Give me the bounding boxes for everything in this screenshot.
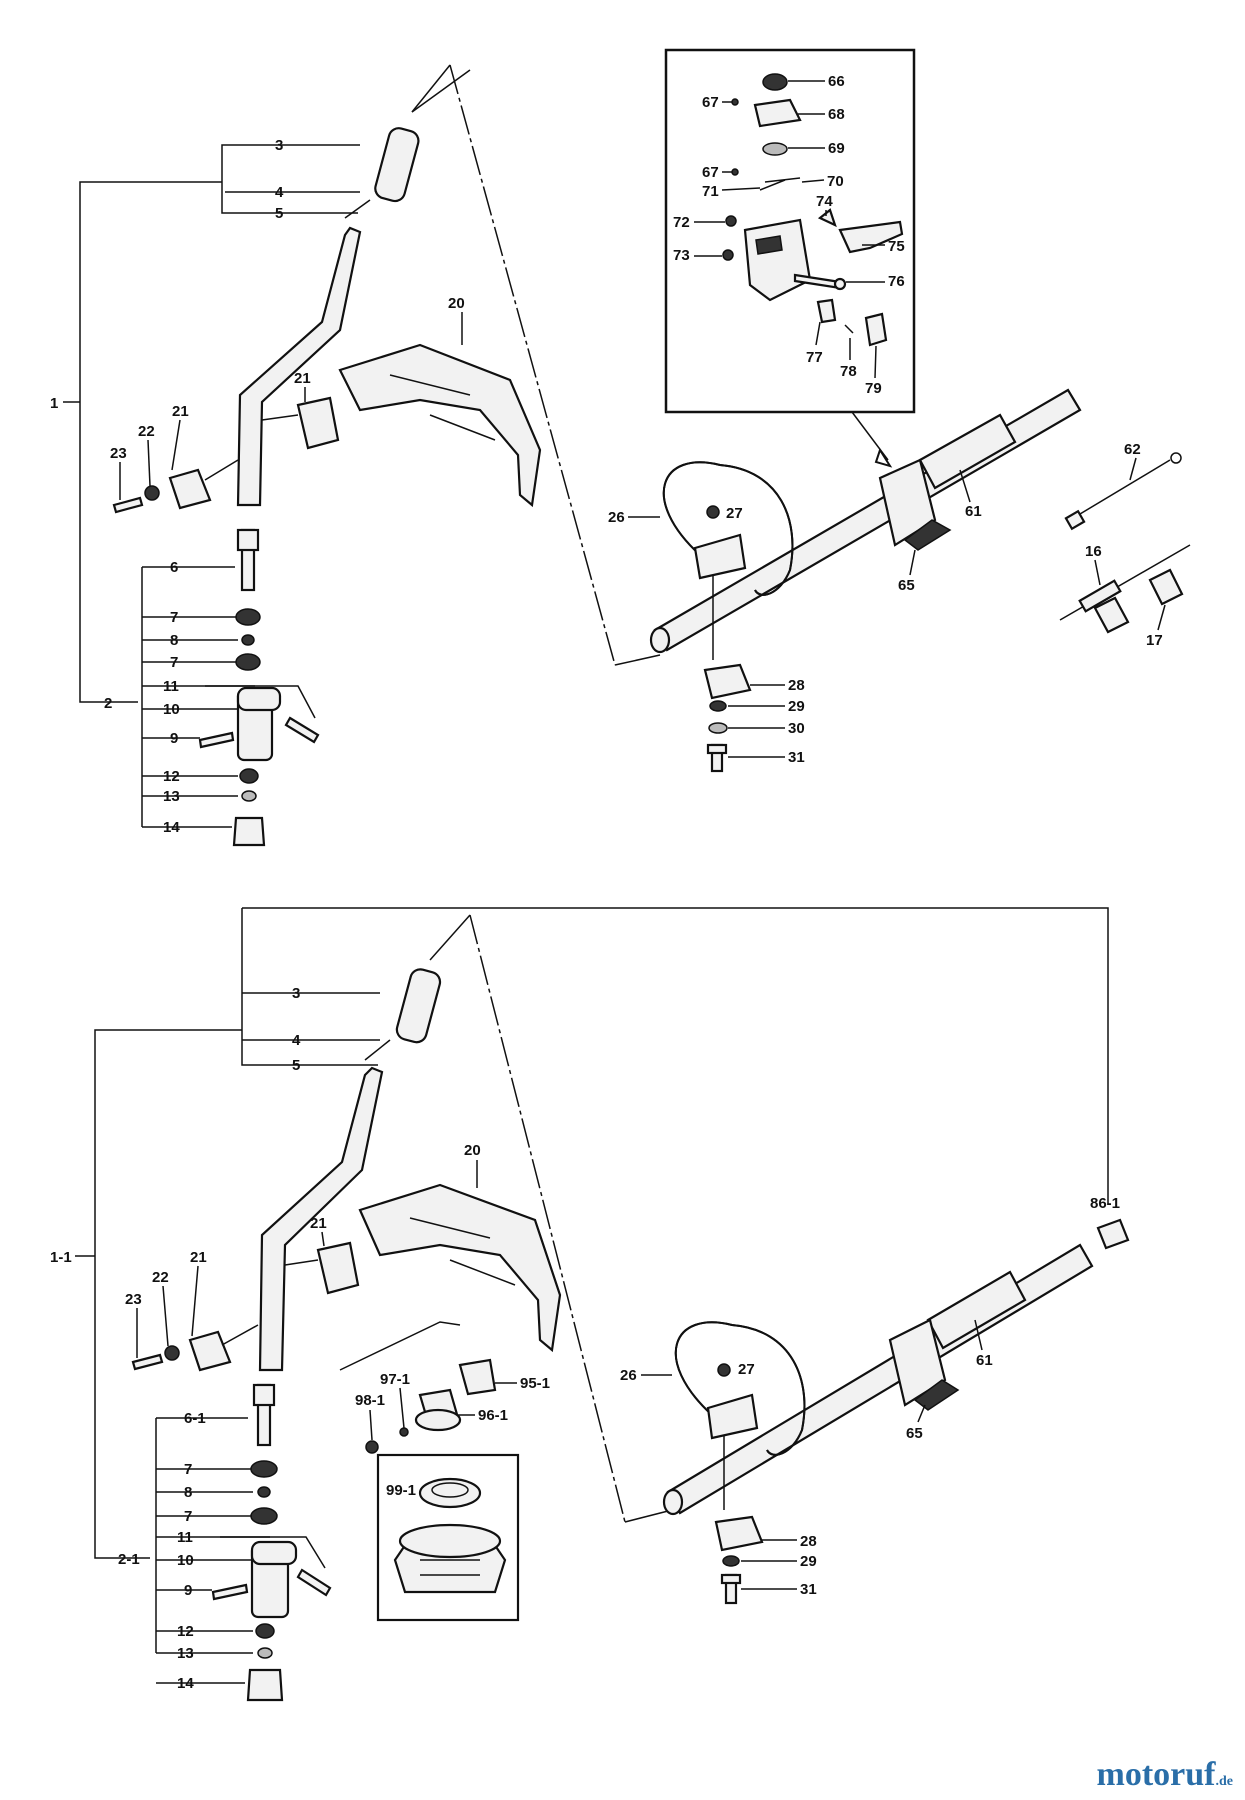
label-62: 62: [1124, 441, 1141, 458]
label-68: 68: [828, 106, 845, 123]
label-6-1: 6-1: [184, 1410, 206, 1427]
label-23: 23: [110, 445, 127, 462]
label-72: 72: [673, 214, 690, 231]
label-21c: 21: [310, 1215, 327, 1232]
label-22: 22: [138, 423, 155, 440]
label-61: 61: [965, 503, 982, 520]
label-14b: 14: [177, 1675, 194, 1692]
label-99-1: 99-1: [386, 1482, 416, 1499]
label-7a: 7: [170, 609, 178, 626]
label-20: 20: [448, 295, 465, 312]
label-8: 8: [170, 632, 178, 649]
label-77: 77: [806, 349, 823, 366]
label-2-1: 2-1: [118, 1551, 140, 1568]
label-76: 76: [888, 273, 905, 290]
label-71: 71: [702, 183, 719, 200]
label-9b: 9: [184, 1582, 192, 1599]
label-5b: 5: [292, 1057, 300, 1074]
label-65b: 65: [906, 1425, 923, 1442]
label-97-1: 97-1: [380, 1371, 410, 1388]
label-7d: 7: [184, 1508, 192, 1525]
label-3: 3: [275, 137, 283, 154]
label-66: 66: [828, 73, 845, 90]
label-75: 75: [888, 238, 905, 255]
label-14: 14: [163, 819, 180, 836]
label-10b: 10: [177, 1552, 194, 1569]
label-22b: 22: [152, 1269, 169, 1286]
label-7c: 7: [184, 1461, 192, 1478]
label-28b: 28: [800, 1533, 817, 1550]
label-21a: 21: [294, 370, 311, 387]
label-8b: 8: [184, 1484, 192, 1501]
label-28: 28: [788, 677, 805, 694]
label-5: 5: [275, 205, 283, 222]
label-27b: 27: [738, 1361, 755, 1378]
label-29: 29: [788, 698, 805, 715]
label-7b: 7: [170, 654, 178, 671]
label-13b: 13: [177, 1645, 194, 1662]
label-12b: 12: [177, 1623, 194, 1640]
label-74: 74: [816, 193, 833, 210]
label-29b: 29: [800, 1553, 817, 1570]
label-98-1: 98-1: [355, 1392, 385, 1409]
label-26b: 26: [620, 1367, 637, 1384]
label-9: 9: [170, 730, 178, 747]
label-78: 78: [840, 363, 857, 380]
label-30: 30: [788, 720, 805, 737]
label-2: 2: [104, 695, 112, 712]
label-21b: 21: [172, 403, 189, 420]
label-1-1: 1-1: [50, 1249, 72, 1266]
watermark-logo: motoruf.de: [1096, 1756, 1233, 1793]
label-31b: 31: [800, 1581, 817, 1598]
label-23b: 23: [125, 1291, 142, 1308]
label-26: 26: [608, 509, 625, 526]
label-10: 10: [163, 701, 180, 718]
callout-labels: 1 2 3 4 5 6 7 8 7 11 10 9 12 13 14 20 21…: [50, 73, 1166, 1692]
label-16: 16: [1085, 543, 1102, 560]
label-13: 13: [163, 788, 180, 805]
label-11b: 11: [177, 1529, 193, 1546]
bottom-assembly: [94, 907, 1130, 1702]
label-79: 79: [865, 380, 882, 397]
top-assembly: [79, 48, 1191, 847]
label-65: 65: [898, 577, 915, 594]
inset-detail-box: [664, 48, 916, 414]
label-86-1: 86-1: [1090, 1195, 1120, 1212]
label-95-1: 95-1: [520, 1375, 550, 1392]
label-3b: 3: [292, 985, 300, 1002]
label-67b: 67: [702, 164, 719, 181]
label-6: 6: [170, 559, 178, 576]
label-27: 27: [726, 505, 743, 522]
label-67a: 67: [702, 94, 719, 111]
label-73: 73: [673, 247, 690, 264]
label-21d: 21: [190, 1249, 207, 1266]
label-20b: 20: [464, 1142, 481, 1159]
label-70: 70: [827, 173, 844, 190]
trimmer-head-box: [376, 1453, 520, 1622]
label-12: 12: [163, 768, 180, 785]
label-4: 4: [275, 184, 284, 201]
label-96-1: 96-1: [478, 1407, 508, 1424]
label-17: 17: [1146, 632, 1163, 649]
label-4b: 4: [292, 1032, 301, 1049]
label-11: 11: [163, 678, 179, 695]
label-31: 31: [788, 749, 805, 766]
label-1: 1: [50, 395, 58, 412]
label-69: 69: [828, 140, 845, 157]
label-61b: 61: [976, 1352, 993, 1369]
